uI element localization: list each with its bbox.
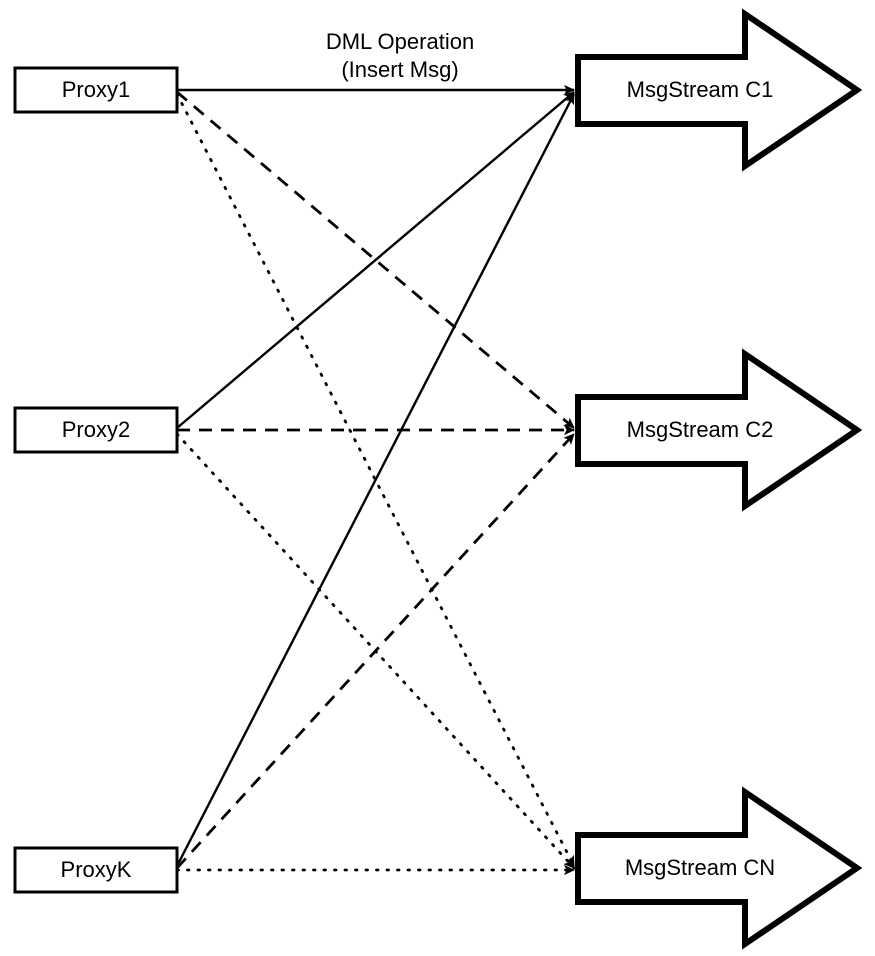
stream-label: MsgStream C1: [627, 77, 774, 102]
block-arrow-shape: [575, 348, 863, 512]
edge-proxyk-to-msgstream-c1: [175, 93, 576, 867]
edge-proxyk-to-msgstream-c2: [175, 433, 576, 869]
edge-layer: [175, 84, 576, 876]
annotation-line-2: (Insert Msg): [341, 57, 458, 82]
block-arrow-shape: [575, 8, 863, 172]
proxy-box-shape: [13, 846, 179, 894]
annotation-line-1: DML Operation: [326, 29, 474, 54]
proxy-box-shape: [13, 66, 179, 114]
stream-node-msgstream-cn[interactable]: MsgStream CN: [575, 786, 863, 950]
edge-proxy2-to-msgstream-c1: [176, 91, 575, 429]
proxy-label: Proxy2: [62, 417, 130, 442]
proxy-node-proxyk[interactable]: ProxyK: [13, 846, 179, 894]
edge-annotation-dml-operation: DML Operation (Insert Msg): [326, 29, 474, 82]
proxy-label: ProxyK: [61, 857, 132, 882]
stream-label: MsgStream C2: [627, 417, 774, 442]
edge-proxy1-to-msgstream-cn: [175, 92, 576, 868]
proxy-node-proxy1[interactable]: Proxy1: [13, 66, 179, 114]
proxy-label: Proxy1: [62, 77, 130, 102]
block-arrow-shape: [575, 786, 863, 950]
stream-label: MsgStream CN: [625, 855, 775, 880]
proxy-node-proxy2[interactable]: Proxy2: [13, 406, 179, 454]
stream-node-msgstream-c1[interactable]: MsgStream C1: [575, 8, 863, 172]
proxy-box-shape: [13, 406, 179, 454]
stream-node-msgstream-c2[interactable]: MsgStream C2: [575, 348, 863, 512]
